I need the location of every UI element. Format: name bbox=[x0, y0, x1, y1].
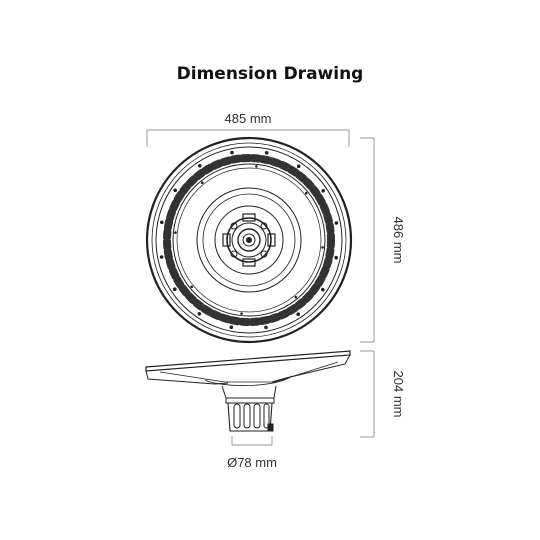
bolt-dot bbox=[321, 287, 325, 292]
bolt-dot bbox=[264, 151, 269, 155]
bolt-dot bbox=[294, 296, 298, 299]
bolt-dot bbox=[240, 312, 243, 315]
bolt-dot bbox=[334, 255, 339, 260]
bolt-dot bbox=[159, 255, 164, 259]
diameter-dimension-line bbox=[231, 436, 273, 446]
side-view bbox=[145, 350, 351, 432]
height-label: 204 mm bbox=[391, 371, 406, 418]
diameter-label: Ø78 mm bbox=[227, 455, 277, 470]
bolt-dot bbox=[321, 189, 326, 193]
bolt-dot bbox=[305, 191, 308, 195]
bolt-dot bbox=[230, 150, 234, 155]
depth-dimension-line bbox=[360, 137, 375, 343]
bolt-dot bbox=[255, 165, 258, 168]
page-title: Dimension Drawing bbox=[176, 64, 364, 84]
bolt-dot bbox=[174, 231, 177, 234]
depth-label: 486 mm bbox=[391, 217, 406, 264]
height-dimension-line bbox=[360, 350, 375, 438]
bolt-dot bbox=[160, 220, 164, 225]
top-view bbox=[145, 136, 353, 344]
bolt-dot bbox=[264, 325, 268, 330]
bolt-dot bbox=[190, 285, 193, 289]
width-dimension-line bbox=[146, 129, 350, 147]
width-label: 485 mm bbox=[225, 111, 272, 126]
bolt-dot bbox=[173, 287, 177, 292]
bolt-dot bbox=[198, 164, 202, 168]
bolt-dot bbox=[296, 312, 301, 317]
bolt-dot bbox=[334, 221, 339, 225]
bolt-dot bbox=[200, 181, 204, 184]
bolt-dot bbox=[197, 312, 202, 316]
bolt-dot bbox=[321, 246, 324, 249]
bolt-dot bbox=[173, 188, 177, 193]
bolt-dot bbox=[296, 164, 301, 168]
bolt-dot bbox=[229, 325, 234, 330]
